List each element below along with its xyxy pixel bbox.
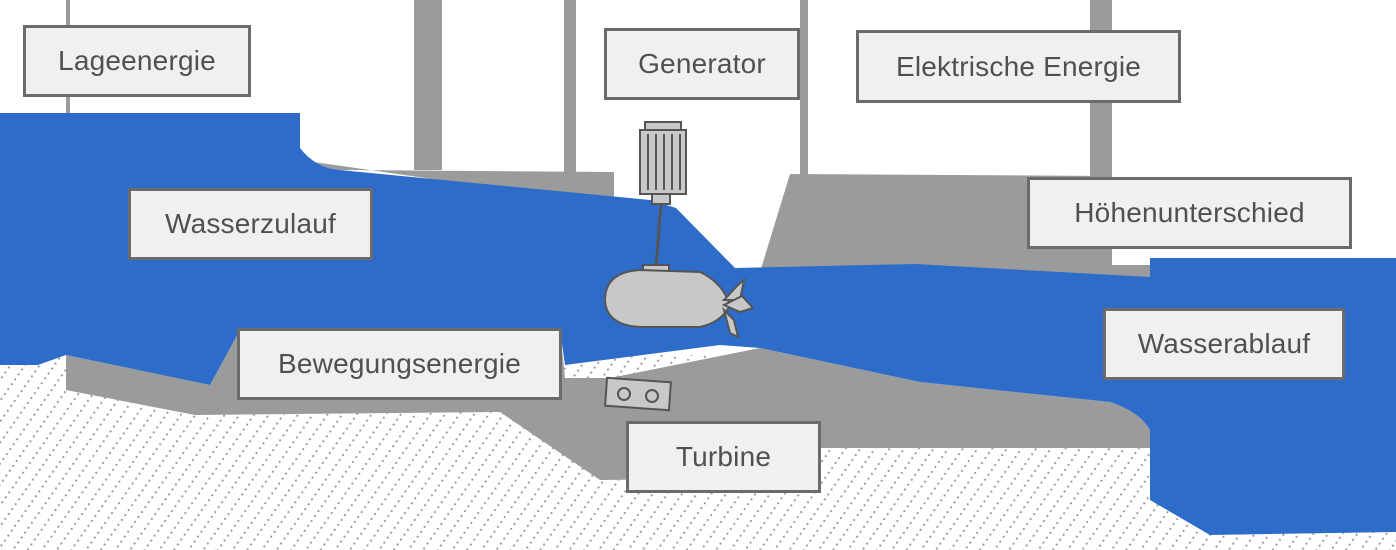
label-generator: Generator (604, 28, 800, 100)
turbine-mount (604, 376, 672, 412)
label-lageenergie: Lageenergie (23, 25, 251, 97)
intake-roof (300, 115, 614, 205)
label-wasserablauf: Wasserablauf (1103, 308, 1345, 380)
column-2 (564, 0, 576, 172)
label-hoehenunterschied: Höhenunterschied (1027, 177, 1352, 249)
label-bewegungsenergie: Bewegungsenergie (237, 328, 562, 400)
label-turbine: Turbine (626, 421, 821, 493)
column-1 (414, 0, 442, 170)
label-wasserzulauf: Wasserzulauf (128, 188, 373, 260)
column-3 (800, 0, 808, 175)
label-elektrische-energie: Elektrische Energie (856, 30, 1181, 103)
bulb-turbine (603, 268, 755, 339)
